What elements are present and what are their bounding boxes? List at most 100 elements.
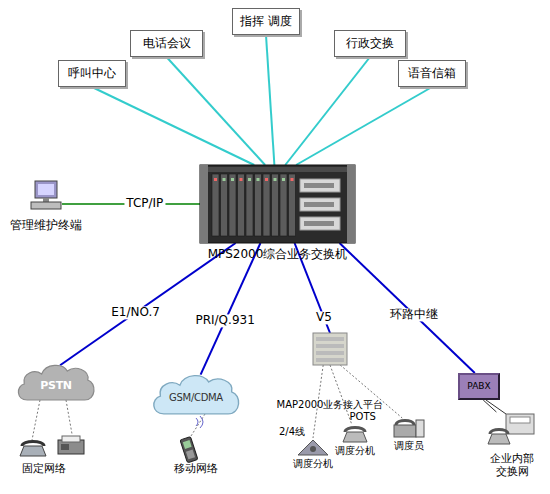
svg-shape	[510, 417, 530, 423]
svg-shape	[31, 202, 61, 209]
svg-shape	[38, 184, 54, 195]
node-label: 呼叫中心	[68, 67, 116, 81]
svg-shape	[246, 174, 253, 236]
connector-line	[167, 57, 266, 165]
pabx-box: PABX	[458, 373, 500, 400]
svg-shape	[316, 337, 344, 341]
phone-group-shape	[486, 412, 538, 446]
svg-shape	[345, 428, 365, 433]
network-cloud: PSTN	[15, 362, 97, 402]
svg-shape	[316, 358, 344, 362]
connector-line	[201, 243, 261, 375]
node-label: 指挥 调度	[240, 15, 292, 29]
network-label: 移动网络	[174, 461, 218, 476]
svg-shape	[304, 202, 334, 207]
fax-paper	[62, 436, 80, 442]
mobile-body	[180, 437, 198, 463]
service-box: 语音信箱	[398, 60, 466, 87]
network-cloud: GSM/CDMA	[150, 372, 242, 416]
svg-shape	[300, 179, 340, 192]
service-box: 电话会议	[130, 30, 203, 57]
link-label: E1/NO.7	[109, 306, 162, 319]
mobile-screen	[183, 440, 192, 449]
dispatch-phone: 调度分机	[340, 425, 370, 443]
svg-shape	[394, 425, 416, 437]
network-label: 固定网络	[22, 461, 66, 476]
connector-line	[483, 400, 496, 412]
svg-shape	[490, 430, 508, 435]
access-platform-shape	[313, 333, 347, 365]
node-label: 管理维护终端	[10, 218, 82, 232]
link-label: 环路中继	[388, 308, 440, 321]
svg-shape	[300, 217, 340, 230]
service-box: 行政交换	[334, 30, 406, 57]
svg-shape	[212, 174, 219, 236]
svg-shape	[263, 174, 270, 236]
svg-shape	[280, 174, 287, 236]
svg-shape	[240, 178, 243, 181]
svg-shape	[274, 178, 277, 181]
svg-shape	[35, 181, 57, 198]
node-label: MAP2000业务接入平台	[277, 399, 384, 411]
svg-shape	[289, 174, 296, 236]
node-label: 调度员	[394, 440, 424, 452]
operator-console-shape	[392, 418, 426, 438]
svg-shape	[316, 351, 344, 355]
svg-shape	[310, 446, 316, 452]
node-label: PSTN	[40, 380, 72, 393]
svg-shape	[255, 174, 262, 236]
phone-body	[20, 446, 46, 456]
link-label: V5	[314, 311, 334, 324]
svg-shape	[396, 421, 414, 426]
mobile-keypad	[186, 450, 195, 460]
switch-chassis: MPS2000综合业务交换机	[200, 165, 355, 243]
svg-shape	[223, 178, 226, 181]
conference-phone: 调度分机	[296, 438, 330, 456]
link-label: POTS	[350, 411, 376, 422]
mobile-phone	[180, 437, 198, 463]
fax-keypad	[61, 444, 69, 450]
svg-shape	[300, 198, 340, 211]
svg-shape	[282, 178, 285, 181]
service-box: 指挥 调度	[232, 8, 300, 35]
node-label: 电话会议	[143, 37, 191, 51]
node-label: MPS2000综合业务交换机	[208, 247, 348, 261]
node-label: 语音信箱	[408, 67, 456, 81]
svg-shape	[313, 333, 347, 365]
dispatch-phone-shape	[340, 425, 370, 443]
link-label: 2/4线	[279, 425, 305, 436]
switch-chassis-shape	[200, 165, 355, 243]
node-label: 企业内部 交换网	[484, 452, 540, 478]
connector-line	[296, 87, 432, 165]
node-label: GSM/CDMA	[169, 392, 223, 404]
wireless-link	[191, 414, 205, 436]
svg-shape	[200, 165, 208, 243]
node-label: 调度分机	[335, 445, 375, 457]
terminal-icon-shape	[30, 180, 62, 210]
connector-line	[285, 57, 370, 165]
svg-shape	[200, 165, 355, 243]
svg-shape	[343, 432, 367, 442]
desk-phone	[20, 442, 46, 457]
svg-shape	[221, 174, 228, 236]
operator-console: 调度员	[392, 418, 426, 438]
svg-shape	[154, 376, 239, 414]
terminal-icon: 管理维护终端	[30, 180, 62, 210]
svg-shape	[257, 178, 260, 181]
node-label: PABX	[467, 381, 490, 391]
access-platform: MAP2000业务接入平台	[313, 333, 347, 365]
link-label: PRI/Q.931	[193, 314, 256, 327]
conference-phone-shape	[296, 438, 330, 456]
svg-shape	[214, 178, 217, 181]
svg-shape	[43, 198, 49, 202]
node-label: 调度分机	[293, 458, 333, 470]
svg-shape	[416, 420, 424, 437]
svg-shape	[291, 178, 294, 181]
svg-shape	[248, 178, 251, 181]
wireless-link	[32, 400, 40, 440]
node-label: 行政交换	[346, 37, 394, 51]
svg-shape	[304, 183, 334, 188]
svg-shape	[272, 174, 279, 236]
connector-line	[266, 35, 274, 165]
